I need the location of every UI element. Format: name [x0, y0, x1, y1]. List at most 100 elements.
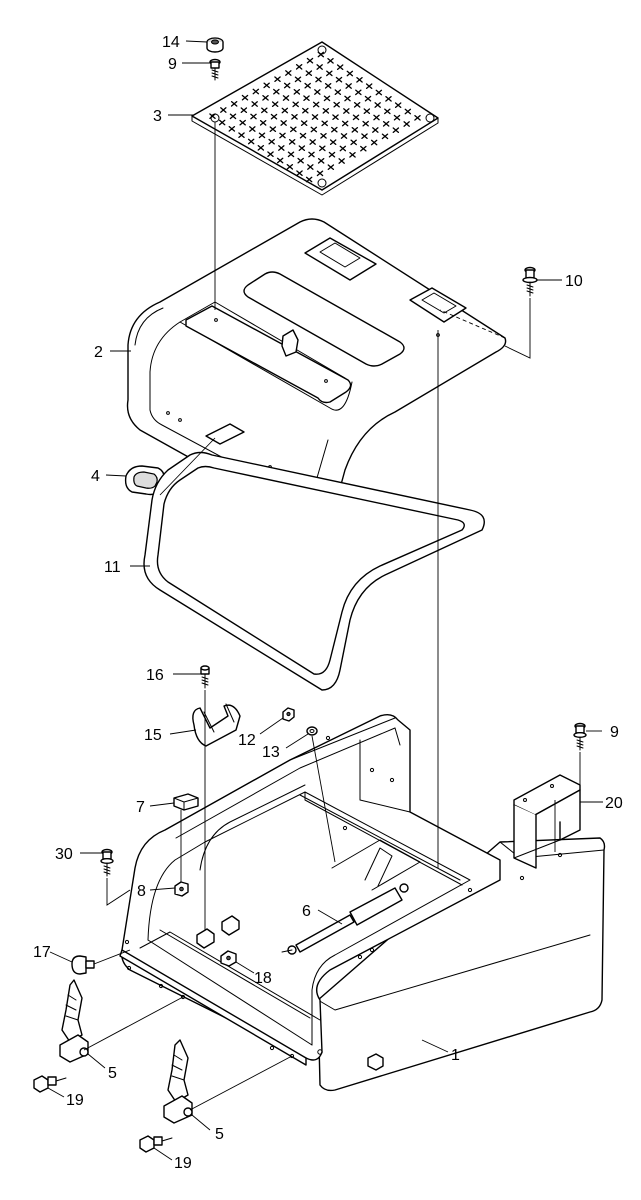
plate-hole-mark — [312, 101, 320, 108]
block-part-7 — [173, 793, 199, 811]
callout-2: 2 — [94, 344, 103, 361]
plate-hole-mark — [351, 126, 359, 133]
callout-19-left: 19 — [66, 1092, 84, 1109]
plate-hole-mark — [307, 164, 314, 170]
latch-part-5-right — [163, 1039, 193, 1124]
plate-hole-mark — [252, 88, 260, 95]
callout-9-top: 9 — [168, 56, 177, 73]
plate-hole-mark — [262, 94, 269, 101]
plate-hole-mark — [394, 102, 402, 109]
plate-hole-mark — [305, 176, 313, 183]
plate-hole-mark — [360, 145, 367, 152]
nut-part-8 — [174, 881, 189, 897]
plate-hole-mark — [241, 94, 249, 101]
plate-hole-mark — [375, 89, 383, 96]
latch-part-5-left — [59, 979, 89, 1063]
plate-hole-mark — [332, 114, 339, 121]
callout-9-right: 9 — [610, 724, 619, 741]
plate-hole-mark — [280, 120, 287, 126]
callout-20: 20 — [605, 795, 623, 812]
callout-11: 11 — [104, 559, 121, 576]
callout-4: 4 — [91, 468, 100, 485]
callout-17: 17 — [33, 944, 51, 961]
bolt-part-19-right — [139, 1135, 173, 1153]
plate-hole-pattern — [209, 51, 421, 183]
bolt-part-9-top — [209, 58, 221, 81]
plate-hole-mark — [382, 120, 390, 127]
callout-12: 12 — [238, 732, 256, 749]
plate-hole-mark — [270, 113, 278, 120]
plate-hole-mark — [327, 57, 334, 64]
bolt-part-9-right — [573, 722, 587, 751]
callout-14: 14 — [162, 34, 180, 51]
plate-hole-mark — [392, 127, 400, 134]
plate-hole-mark — [288, 138, 296, 145]
plate-hole-mark — [294, 76, 302, 83]
plate-hole-mark — [297, 157, 304, 164]
plate-hole-mark — [303, 95, 310, 102]
plate-hole-mark — [338, 158, 345, 164]
plate-hole-mark — [374, 102, 381, 108]
plate-hole-mark — [273, 88, 280, 95]
plate-hole-mark — [271, 101, 279, 108]
plate-hole-mark — [306, 57, 314, 64]
plate-hole-mark — [287, 151, 295, 158]
plate-hole-mark — [385, 95, 392, 102]
plate-hole-mark — [283, 82, 291, 89]
bolt-part-10 — [522, 266, 538, 297]
plate-hole-mark — [276, 157, 284, 164]
plate-hole-mark — [309, 139, 316, 145]
plate-hole-mark — [404, 108, 412, 115]
callout-3: 3 — [153, 108, 162, 125]
plate-hole-mark — [258, 132, 266, 139]
callout-6: 6 — [302, 903, 311, 920]
plate-hole-mark — [317, 157, 325, 164]
plate-hole-mark — [319, 145, 326, 152]
plate-hole-mark — [279, 132, 286, 139]
plate-hole-mark — [314, 89, 321, 95]
callout-30: 30 — [55, 846, 73, 863]
plate-hole-mark — [346, 70, 354, 77]
plate-hole-mark — [249, 126, 256, 132]
plate-hole-mark — [296, 170, 303, 177]
plate-hole-mark — [263, 82, 270, 89]
callout-15: 15 — [144, 727, 162, 744]
cap-part-14 — [206, 37, 224, 53]
plate-hole-mark — [329, 139, 337, 146]
plate-hole-mark — [316, 64, 323, 70]
base-frame-part-1 — [119, 713, 606, 1092]
callout-18: 18 — [254, 970, 272, 987]
top-plate-part-3 — [191, 41, 439, 196]
plate-hole-mark — [336, 64, 344, 71]
plate-hole-mark — [344, 95, 351, 102]
plate-hole-mark — [282, 95, 290, 101]
grommet-part-4 — [124, 465, 166, 496]
plate-hole-mark — [259, 119, 267, 126]
canopy-part-2 — [126, 218, 507, 530]
plate-hole-mark — [350, 139, 357, 146]
plate-hole-mark — [320, 132, 327, 139]
plate-hole-mark — [247, 138, 255, 145]
plate-hole-mark — [295, 63, 303, 70]
knob-part-17 — [71, 955, 95, 975]
plate-hole-mark — [311, 114, 319, 120]
plate-hole-mark — [328, 151, 336, 158]
plate-hole-mark — [326, 70, 333, 77]
clip-part-15 — [192, 703, 241, 747]
washer-part-13 — [306, 726, 318, 736]
nut-part-12 — [282, 707, 295, 722]
plate-hole-mark — [364, 95, 372, 102]
plate-hole-mark — [352, 114, 360, 121]
plate-hole-mark — [218, 119, 226, 126]
screw-part-30 — [100, 848, 114, 877]
plate-hole-mark — [302, 107, 309, 114]
plate-hole-mark — [355, 89, 362, 96]
plate-hole-mark — [334, 89, 342, 96]
callout-8: 8 — [137, 883, 146, 900]
gas-spring-part-6 — [281, 883, 409, 955]
plate-hole-mark — [403, 121, 410, 127]
callout-10: 10 — [565, 273, 583, 290]
callout-5-right: 5 — [215, 1126, 224, 1143]
plate-hole-mark — [261, 107, 268, 114]
plate-hole-mark — [372, 127, 379, 133]
